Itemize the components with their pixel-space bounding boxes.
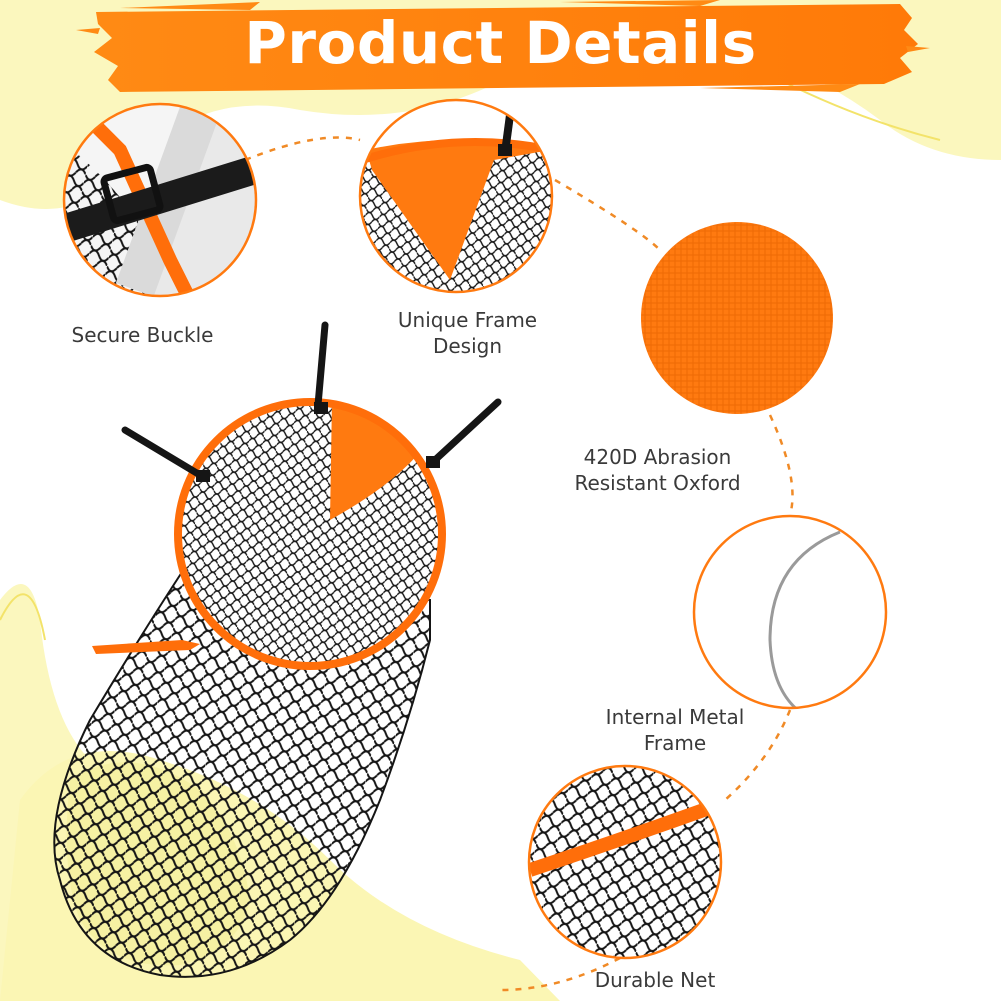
label-durable-net: Durable Net xyxy=(594,968,716,992)
feature-image-oxford-fabric xyxy=(641,222,833,414)
page-title: Product Details xyxy=(244,9,757,77)
feature-image-internal-metal-frame xyxy=(692,514,888,710)
pitchback-net-product xyxy=(53,321,502,978)
feature-image-durable-net xyxy=(527,764,723,960)
dashed-connector xyxy=(244,136,794,992)
feature-image-secure-buckle xyxy=(62,102,258,298)
label-secure-buckle: Secure Buckle xyxy=(71,323,214,347)
label-oxford-fabric: 420D Abrasion Resistant Oxford xyxy=(574,445,741,495)
label-internal-metal-frame: Internal Metal Frame xyxy=(605,705,745,755)
feature-image-unique-frame-design xyxy=(358,98,554,294)
label-unique-frame-design: Unique Frame Design xyxy=(397,308,538,358)
title-brush-stroke xyxy=(76,0,930,92)
